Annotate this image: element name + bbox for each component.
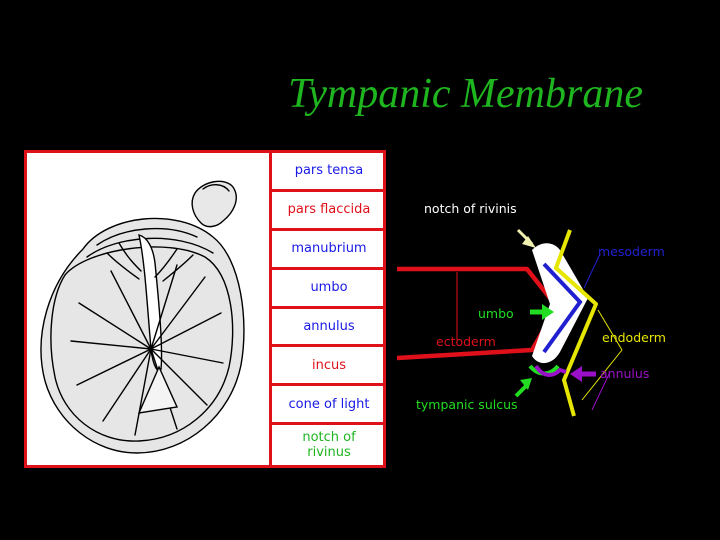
slide-title: Tympanic Membrane <box>288 71 643 117</box>
sulcus-arrow-icon <box>514 384 528 398</box>
label-endoderm: endoderm <box>602 330 666 345</box>
annulus-curve <box>534 364 567 377</box>
label-umbo-diagram: umbo <box>478 306 514 321</box>
manubrium-line <box>138 234 163 372</box>
cone-of-light <box>137 365 179 414</box>
membrane-band <box>532 243 588 364</box>
membrane-outline <box>40 217 245 454</box>
endoderm-layer <box>554 229 598 417</box>
label-ectoderm: ectoderm <box>436 334 496 349</box>
label-pars-flaccida: pars flaccida <box>272 192 386 231</box>
tympanic-membrane-illustration-panel: pars tensa pars flaccida manubrium umbo … <box>24 150 386 468</box>
incus-outline <box>191 180 237 228</box>
label-umbo: umbo <box>272 270 386 309</box>
tympanic-membrane-drawing <box>40 180 245 454</box>
label-notch-of-rivinis: notch of rivinis <box>424 201 517 216</box>
label-annulus-diagram: annulus <box>600 366 649 381</box>
label-incus: incus <box>272 347 386 387</box>
label-notch-of-rivinus: notch of rivinus <box>302 429 356 460</box>
label-tympanic-sulcus: tympanic sulcus <box>416 397 518 412</box>
label-mesoderm: mesoderm <box>598 244 665 259</box>
tissue-layer-diagram: notch of rivinis mesoderm umbo ectoderm … <box>396 201 666 417</box>
label-pars-tensa: pars tensa <box>272 153 386 192</box>
label-annulus: annulus <box>272 309 386 348</box>
label-cone-of-light: cone of light <box>272 386 386 426</box>
legend-label-column: pars tensa pars flaccida manubrium umbo … <box>269 153 386 465</box>
label-manubrium: manubrium <box>272 231 386 270</box>
mesoderm-layer <box>542 262 583 354</box>
